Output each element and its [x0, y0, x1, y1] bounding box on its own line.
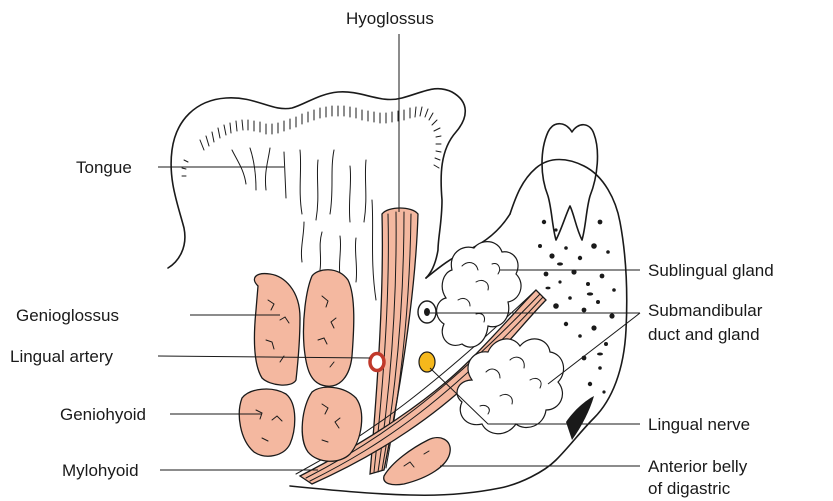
lingual-artery — [370, 354, 384, 371]
label-hyoglossus: Hyoglossus — [346, 9, 434, 28]
label-lingual-nerve: Lingual nerve — [648, 415, 750, 434]
label-sublingual-gland: Sublingual gland — [648, 261, 774, 280]
tooth — [542, 124, 597, 240]
tongue-fibres — [232, 148, 376, 300]
label-geniohyoid: Geniohyoid — [60, 405, 146, 424]
tongue-outline — [168, 89, 465, 278]
label-genioglossus: Genioglossus — [16, 306, 119, 325]
label-lingual-artery: Lingual artery — [10, 347, 114, 366]
geniohyoid-left — [239, 389, 294, 456]
geniohyoid-right — [302, 387, 361, 461]
submandibular-gland — [457, 339, 564, 434]
genioglossus-right — [303, 270, 353, 386]
label-submandibular-line1: Submandibular — [648, 301, 763, 320]
label-mylohyoid: Mylohyoid — [62, 461, 139, 480]
leader-submandibular-gland — [548, 313, 640, 384]
label-submandibular-line2: duct and gland — [648, 325, 760, 344]
label-digastric-line1: Anterior belly — [648, 457, 748, 476]
digastric-anterior-belly — [384, 438, 450, 485]
genioglossus-left — [254, 274, 300, 385]
label-tongue: Tongue — [76, 158, 132, 177]
lingual-nerve — [419, 352, 435, 372]
label-digastric-line2: of digastric — [648, 479, 731, 498]
